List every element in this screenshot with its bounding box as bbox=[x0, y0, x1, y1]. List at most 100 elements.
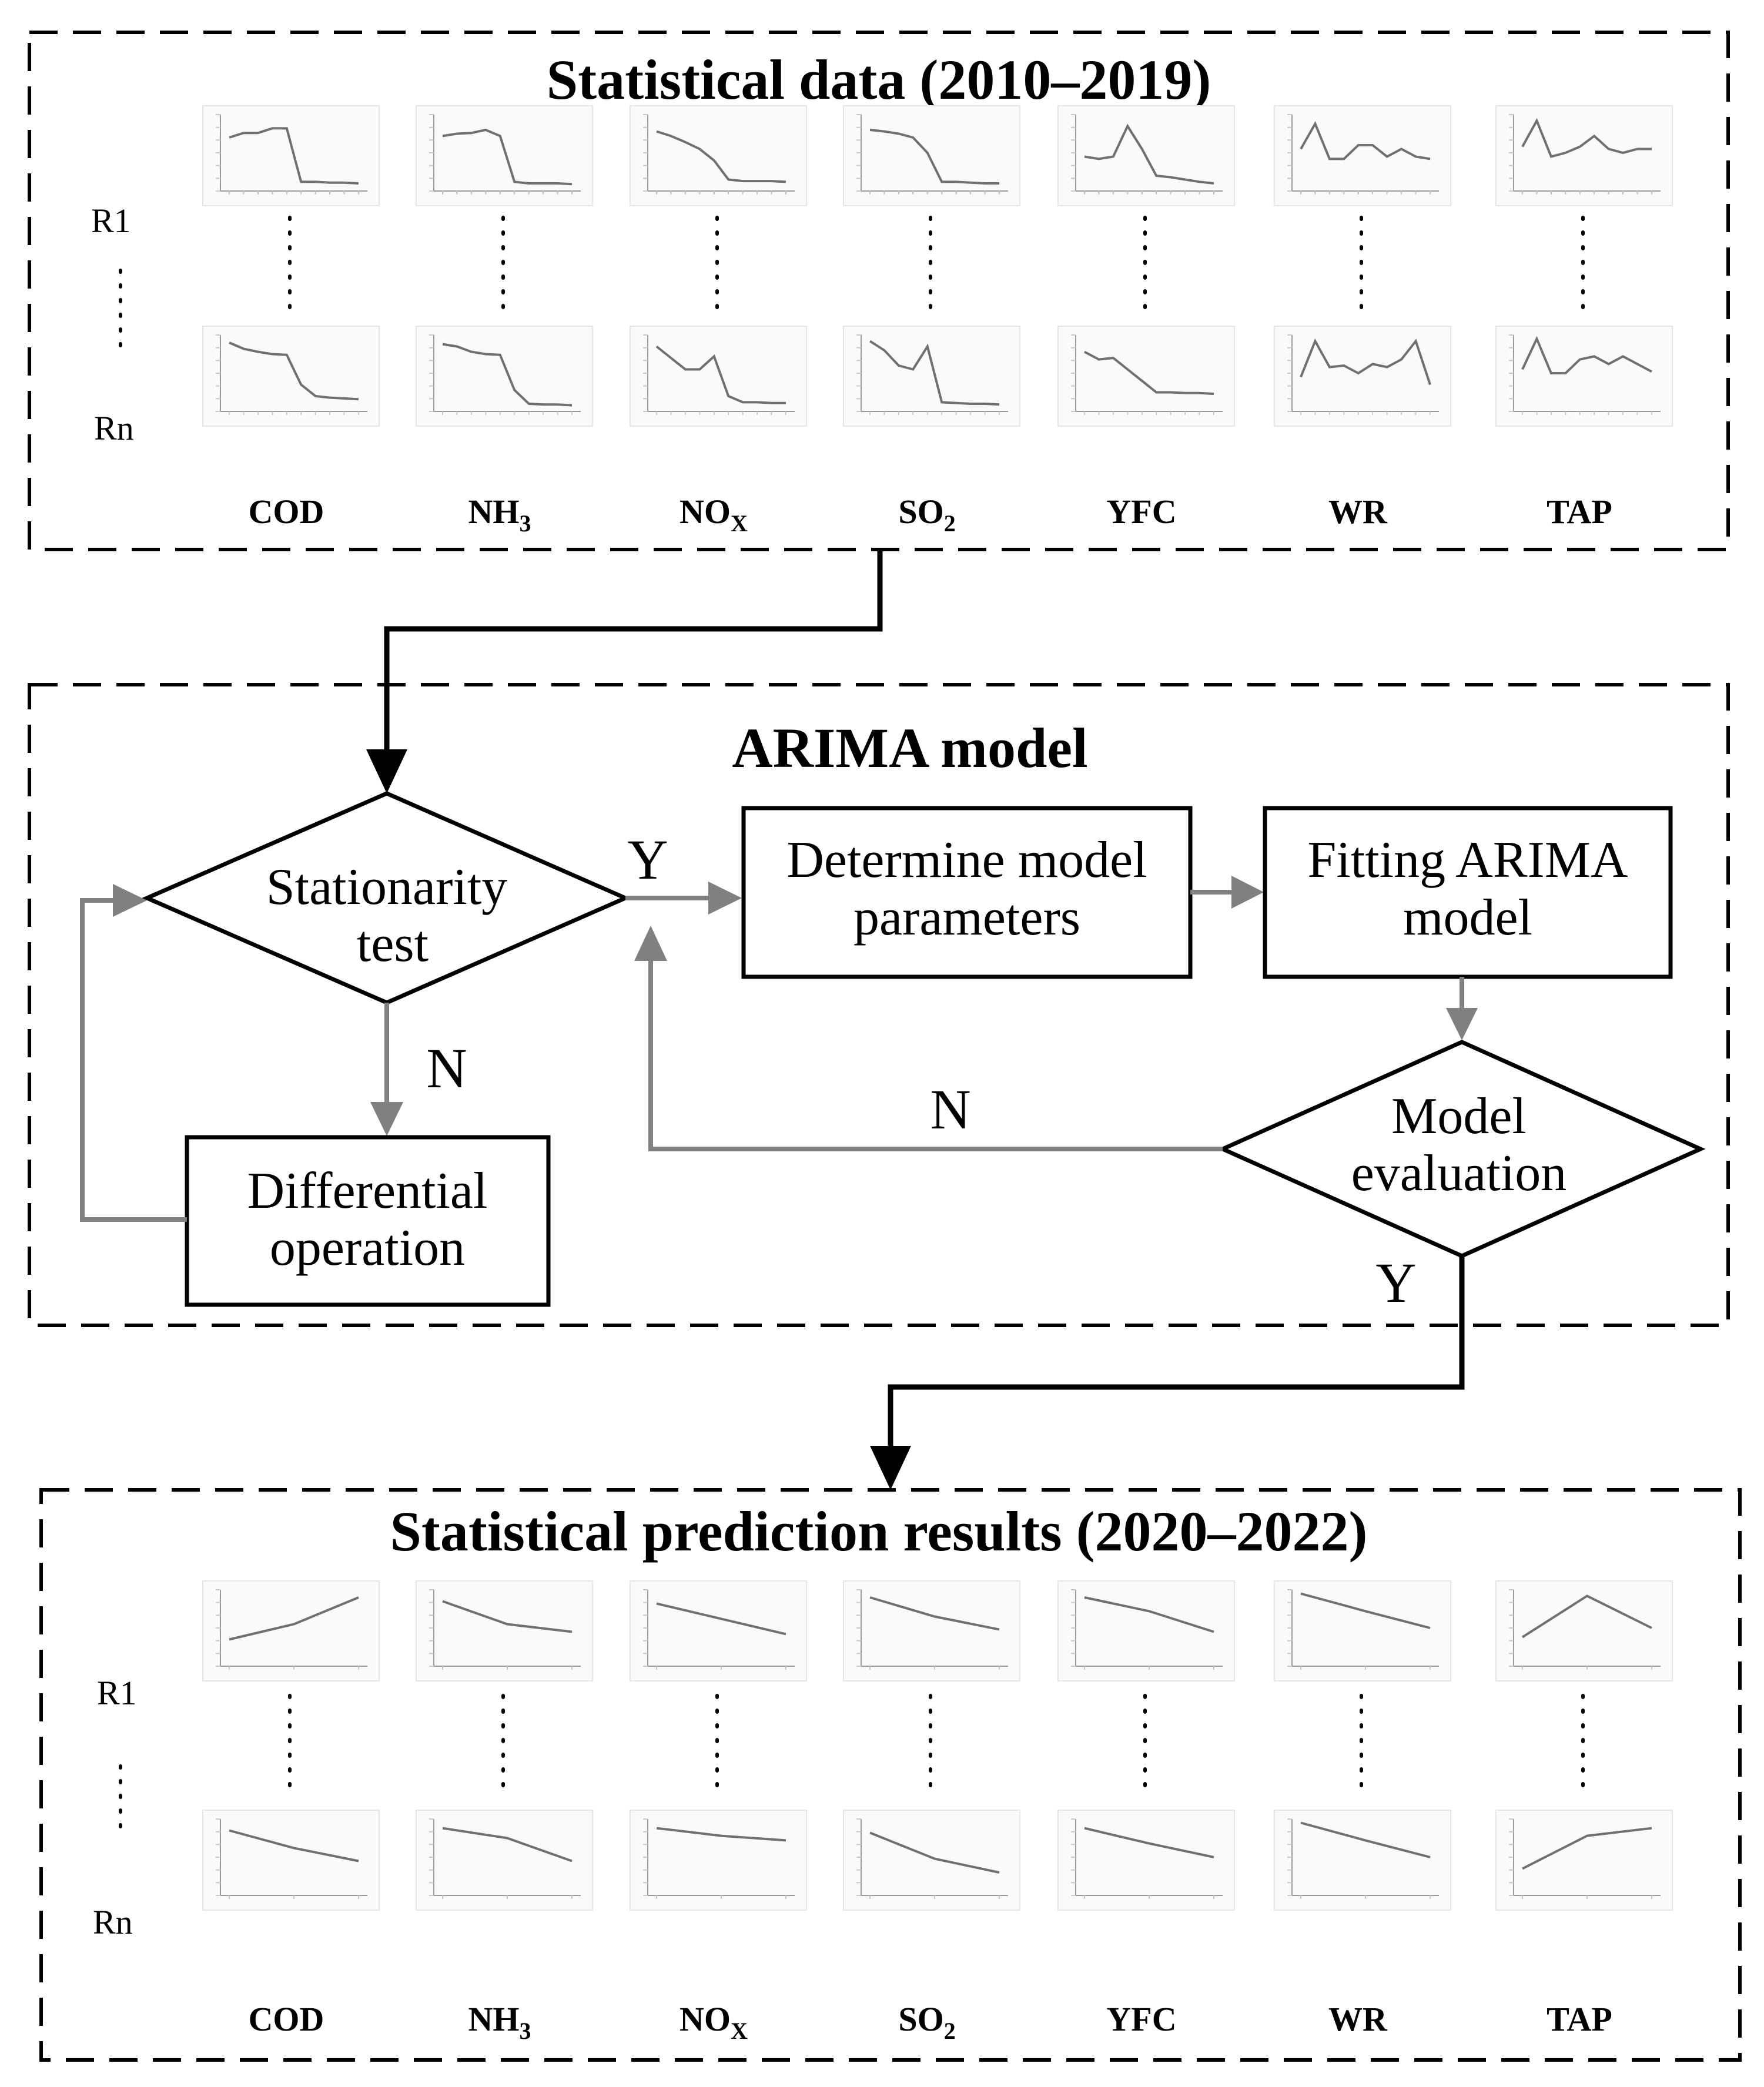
series-line-wr-rn bbox=[1300, 338, 1431, 386]
mini-chart-frame bbox=[1057, 326, 1235, 427]
variable-label-so2: SO2 bbox=[898, 2000, 955, 2044]
bottom-section-title: Statistical prediction results (2020–202… bbox=[390, 1500, 1367, 1563]
prediction-mini-chart-wr-r1 bbox=[1274, 1580, 1451, 1681]
mini-chart-frame bbox=[416, 326, 593, 427]
historical-mini-chart-tap-r1 bbox=[1495, 105, 1673, 206]
mini-chart-frame bbox=[630, 1810, 807, 1911]
series-line-cod-rn bbox=[229, 341, 359, 401]
historical-mini-chart-cod-r1 bbox=[202, 105, 380, 206]
determine-params-box bbox=[741, 806, 1193, 979]
series-line-nox-rn bbox=[656, 1827, 786, 1842]
model-section-frame bbox=[28, 683, 1730, 1327]
variable-label-nh3: NH3 bbox=[468, 493, 531, 537]
evaluation-no-label: N bbox=[930, 1078, 970, 1141]
top-row-label-last: Rn bbox=[94, 409, 134, 447]
variable-label-tap: TAP bbox=[1547, 2000, 1612, 2038]
series-line-nh3-r1 bbox=[442, 1600, 573, 1633]
mini-chart-frame bbox=[1495, 1810, 1673, 1911]
arrow-differential-to-stationarity bbox=[80, 898, 187, 1222]
series-line-wr-r1 bbox=[1300, 1592, 1431, 1629]
model-evaluation-line1: Model bbox=[1391, 1088, 1527, 1145]
mini-chart-frame bbox=[1274, 1810, 1451, 1911]
prediction-mini-chart-cod-rn bbox=[202, 1810, 380, 1911]
historical-mini-chart-cod-rn bbox=[202, 326, 380, 427]
arrowhead-loop bbox=[113, 884, 147, 917]
prediction-mini-chart-nh3-r1 bbox=[416, 1580, 593, 1681]
series-line-nh3-rn bbox=[442, 1827, 573, 1862]
mini-chart-frame bbox=[630, 326, 807, 427]
series-line-yfc-r1 bbox=[1084, 1596, 1214, 1633]
series-line-so2-r1 bbox=[869, 129, 999, 185]
variable-label-cod: COD bbox=[249, 493, 324, 531]
variable-label-wr: WR bbox=[1328, 2000, 1388, 2038]
series-line-wr-rn bbox=[1300, 1821, 1431, 1858]
prediction-mini-chart-wr-rn bbox=[1274, 1810, 1451, 1911]
variable-label-nh3: NH3 bbox=[468, 2000, 531, 2044]
historical-mini-chart-so2-rn bbox=[843, 326, 1020, 427]
differential-line1: Differential bbox=[247, 1163, 488, 1220]
variable-label-nox: NOX bbox=[680, 493, 748, 537]
arrowhead-params bbox=[708, 882, 742, 914]
mini-chart-frame bbox=[202, 105, 380, 206]
prediction-mini-chart-cod-r1 bbox=[202, 1580, 380, 1681]
bottom-row-label-first: R1 bbox=[97, 1674, 137, 1712]
variable-label-wr: WR bbox=[1328, 493, 1388, 531]
prediction-mini-chart-nox-r1 bbox=[630, 1580, 807, 1681]
historical-mini-chart-nh3-rn bbox=[416, 326, 593, 427]
mini-chart-frame bbox=[1274, 105, 1451, 206]
series-line-cod-r1 bbox=[229, 1596, 359, 1641]
differential-line2: operation bbox=[270, 1220, 465, 1277]
mini-chart-frame bbox=[1274, 326, 1451, 427]
bottom-section-frame bbox=[39, 1488, 1742, 2062]
variable-label-tap: TAP bbox=[1547, 493, 1612, 531]
variable-label-so2: SO2 bbox=[898, 493, 955, 537]
historical-mini-chart-tap-rn bbox=[1495, 326, 1673, 427]
arrow-evaluation-to-results bbox=[888, 1256, 1465, 1463]
series-line-so2-rn bbox=[869, 1831, 1000, 1874]
series-line-cod-r1 bbox=[229, 127, 359, 185]
mini-chart-frame bbox=[416, 1810, 593, 1911]
mini-charts bbox=[202, 105, 1673, 1911]
historical-mini-chart-wr-r1 bbox=[1274, 105, 1451, 206]
historical-mini-chart-nox-rn bbox=[630, 326, 807, 427]
arrowhead-evaluation bbox=[1446, 1008, 1478, 1040]
variable-label-nox: NOX bbox=[680, 2000, 748, 2044]
historical-mini-chart-wr-rn bbox=[1274, 326, 1451, 427]
historical-mini-chart-yfc-rn bbox=[1057, 326, 1235, 427]
evaluation-yes-label: Y bbox=[1375, 1251, 1416, 1314]
differential-operation-box bbox=[185, 1135, 551, 1307]
model-evaluation-line2: evaluation bbox=[1351, 1145, 1567, 1202]
historical-mini-chart-nox-r1 bbox=[630, 105, 807, 206]
series-line-tap-r1 bbox=[1521, 1594, 1652, 1639]
mini-chart-frame bbox=[1495, 105, 1673, 206]
bottom-row-label-last: Rn bbox=[93, 1903, 133, 1941]
series-line-nox-r1 bbox=[656, 1602, 786, 1636]
series-line-yfc-rn bbox=[1084, 1827, 1214, 1858]
prediction-mini-chart-yfc-r1 bbox=[1057, 1580, 1235, 1681]
mini-chart-frame bbox=[1495, 326, 1673, 427]
series-line-nox-r1 bbox=[656, 130, 786, 183]
prediction-mini-chart-so2-r1 bbox=[843, 1580, 1020, 1681]
series-line-wr-r1 bbox=[1300, 121, 1431, 160]
variable-label-cod: COD bbox=[249, 2000, 324, 2038]
series-line-tap-rn bbox=[1521, 336, 1652, 374]
prediction-mini-chart-tap-rn bbox=[1495, 1810, 1673, 1911]
prediction-mini-chart-yfc-rn bbox=[1057, 1810, 1235, 1911]
series-line-nox-rn bbox=[655, 345, 786, 404]
fitting-arima-line1: Fitting ARIMA bbox=[1307, 832, 1628, 889]
prediction-mini-chart-nh3-rn bbox=[416, 1810, 593, 1911]
historical-mini-chart-yfc-r1 bbox=[1057, 105, 1235, 206]
historical-mini-chart-nh3-r1 bbox=[416, 105, 593, 206]
arrowhead-differential bbox=[370, 1102, 403, 1136]
series-line-nh3-rn bbox=[442, 343, 573, 407]
determine-params-line2: parameters bbox=[853, 889, 1080, 946]
arrowhead-results bbox=[870, 1446, 911, 1490]
determine-params-line1: Determine model bbox=[786, 832, 1147, 889]
arrowhead-feedback bbox=[634, 926, 667, 961]
top-section-title: Statistical data (2010–2019) bbox=[547, 48, 1211, 111]
series-line-so2-rn bbox=[869, 340, 1000, 406]
mini-chart-frame bbox=[1274, 1580, 1451, 1681]
mini-chart-frame bbox=[630, 105, 807, 206]
